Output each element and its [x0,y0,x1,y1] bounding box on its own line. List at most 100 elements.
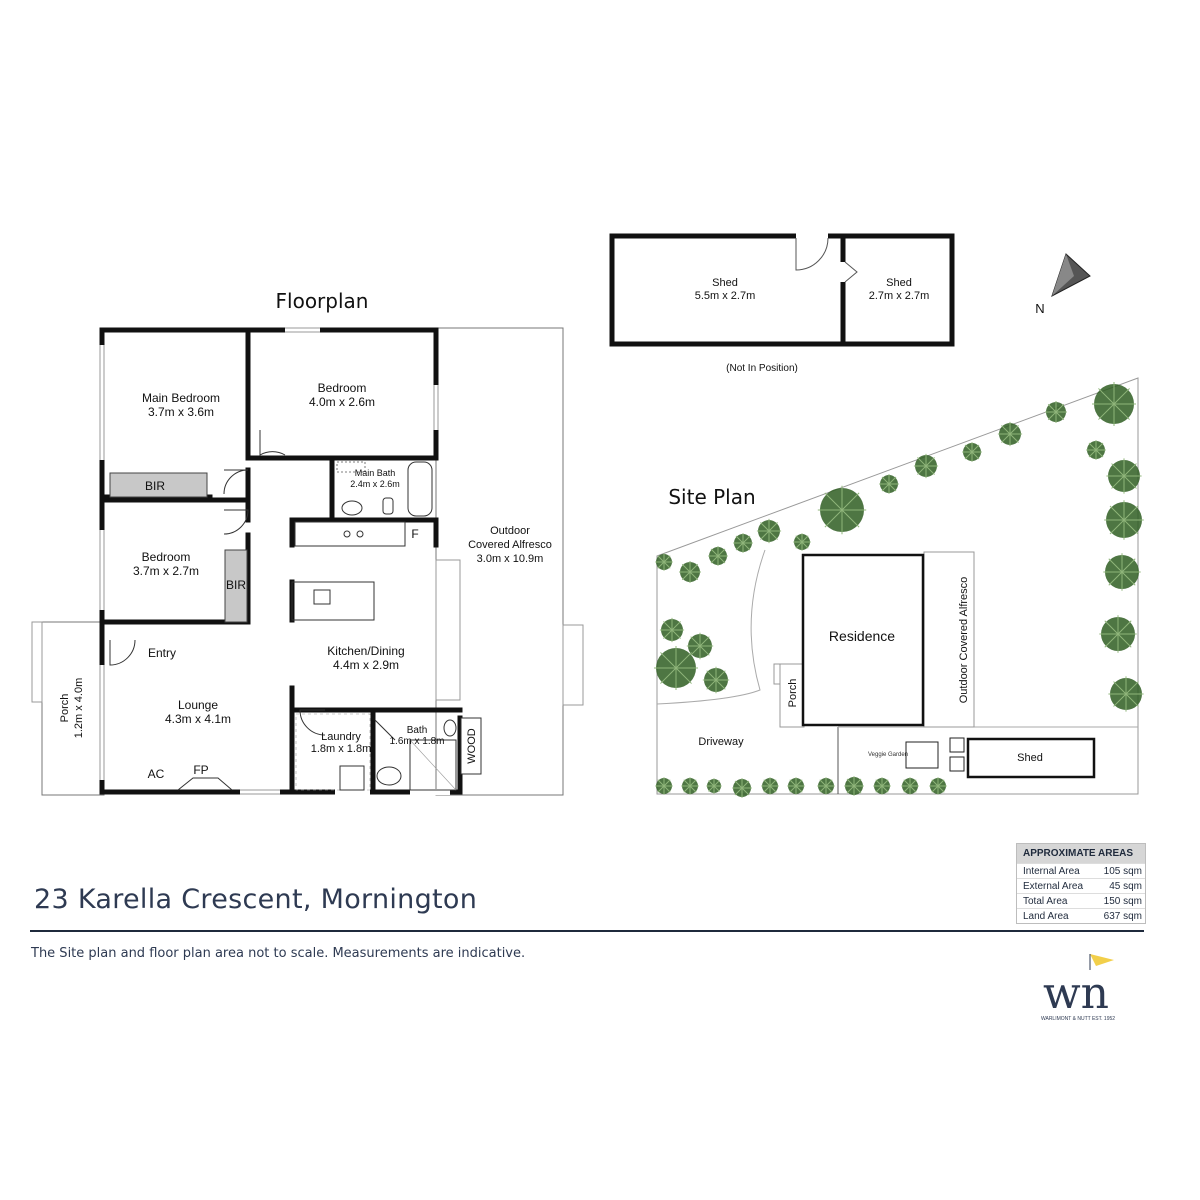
fridge-label: F [411,527,418,541]
room-name2-alfresco: Covered Alfresco [468,539,552,551]
driveway-label: Driveway [698,736,744,748]
site-alfresco-label: Outdoor Covered Alfresco [958,577,970,704]
bir-label-1: BIR [145,479,165,493]
tree-icon [655,777,673,795]
areas-row: Total Area 150 sqm [1017,893,1145,908]
area-value: 150 sqm [1103,896,1142,907]
tree-icons [654,382,1144,798]
room-name-bedroom-3: Bedroom [142,550,191,564]
tree-icon [1099,615,1137,653]
room-name-main-bath: Main Bath [355,468,396,478]
tree-icon [1045,401,1067,423]
tree-icon [997,421,1023,447]
tree-icon [817,777,835,795]
disclaimer-text: The Site plan and floor plan area not to… [31,946,526,961]
tree-icon [655,553,673,571]
tree-icon [654,646,698,690]
room-name-bedroom-2: Bedroom [318,381,367,395]
logo-tagline: WARLIMONT & NUTT EST. 1952 [1041,1016,1115,1022]
sheds-drawing [609,233,955,347]
area-label: Internal Area [1023,866,1080,877]
tree-icon [1104,500,1144,540]
room-size-bedroom-3: 3.7m x 2.7m [133,564,199,578]
areas-row: Land Area 637 sqm [1017,908,1145,923]
room-size-bedroom-2: 4.0m x 2.6m [309,395,375,409]
shed-position-note: (Not In Position) [726,363,798,374]
area-label: Land Area [1023,911,1069,922]
tree-icon [793,533,811,551]
divider-line [30,930,1144,932]
room-size-laundry: 1.8m x 1.8m [311,743,372,755]
area-value: 637 sqm [1103,911,1142,922]
tree-icon [817,485,867,535]
tree-icon [844,776,864,796]
tree-icon [733,533,753,553]
area-value: 45 sqm [1109,881,1142,892]
tree-icon [681,777,699,795]
area-label: External Area [1023,881,1084,892]
property-address: 23 Karella Crescent, Mornington [34,884,478,915]
tree-icon [732,778,752,798]
tree-icon [913,453,939,479]
room-size-main-bedroom: 3.7m x 3.6m [148,405,214,419]
compass-icon [1051,253,1091,298]
site-shed-label: Shed [1017,752,1043,764]
shed2-size: 2.7m x 2.7m [869,290,930,302]
tree-icon [756,518,782,544]
room-size-kitchen: 4.4m x 2.9m [333,658,399,672]
area-value: 105 sqm [1103,866,1142,877]
room-size-alfresco: 3.0m x 10.9m [477,553,544,565]
site-porch-label: Porch [787,679,799,708]
tree-icon [873,777,891,795]
tree-icon [761,777,779,795]
tree-icon [1108,676,1144,712]
shed1-name: Shed [712,277,738,289]
logo-flag-icon [1090,954,1114,966]
tree-icon [708,546,728,566]
tree-icon [1106,458,1142,494]
approximate-areas-table: APPROXIMATE AREAS Internal Area 105 sqm … [1016,843,1146,924]
veggie-garden-label: Veggie Garden [868,752,908,758]
floorplan-drawing [31,327,584,796]
room-size-bath: 1.6m x 1.8m [389,736,444,747]
shed2-name: Shed [886,277,912,289]
warlimont-nutt-logo: wn WARLIMONT & NUTT EST. 1952 [1041,954,1115,1022]
room-name-lounge: Lounge [178,698,218,712]
tree-icon [659,617,685,643]
tree-icon [1103,553,1141,591]
room-name-bath: Bath [407,725,428,736]
tree-icon [1092,382,1136,426]
bir-label-2: BIR [226,578,246,592]
tree-icon [679,561,701,583]
room-size-main-bath: 2.4m x 2.6m [350,479,400,489]
room-name-alfresco: Outdoor [490,525,530,537]
compass-north-label: N [1035,301,1044,316]
room-size-porch: 1.2m x 4.0m [73,678,85,739]
siteplan-drawing [656,377,1139,795]
area-label: Total Area [1023,896,1068,907]
entry-label: Entry [148,646,176,660]
tree-icon [962,442,982,462]
tree-icon [702,666,730,694]
room-name-main-bedroom: Main Bedroom [142,391,220,405]
logo-mark: wn [1043,968,1109,1019]
floorplan-title: Floorplan [276,289,369,313]
areas-row: External Area 45 sqm [1017,878,1145,893]
tree-icon [686,632,714,660]
shed1-size: 5.5m x 2.7m [695,290,756,302]
room-name-kitchen: Kitchen/Dining [327,644,404,658]
room-size-lounge: 4.3m x 4.1m [165,712,231,726]
ac-label: AC [148,767,165,781]
tree-icon [929,777,947,795]
fp-label: FP [193,763,208,777]
areas-title: APPROXIMATE AREAS [1017,844,1145,863]
wood-label: WOOD [466,728,478,763]
residence-label: Residence [829,628,895,644]
residence-block [801,553,925,727]
tree-icon [706,778,722,794]
tree-icon [1086,440,1106,460]
tree-icon [879,474,899,494]
room-name-porch: Porch [59,694,71,723]
tree-icon [787,777,805,795]
